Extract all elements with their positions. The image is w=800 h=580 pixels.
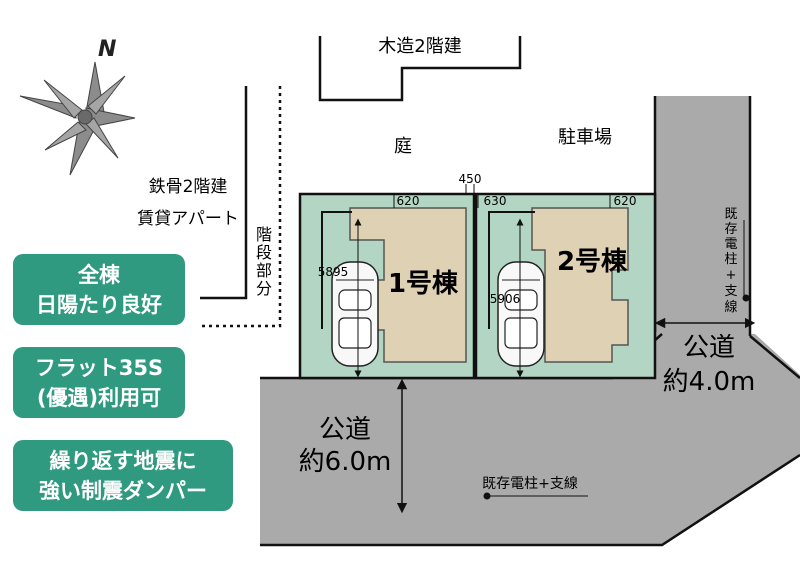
dim-620-b: 620 — [614, 194, 637, 208]
depth-2: 5906 — [490, 292, 521, 306]
main-road-width: 約6.0m — [299, 447, 392, 477]
stairs-label: 階 段 部 分 — [256, 225, 272, 298]
svg-text:+: + — [726, 268, 737, 283]
side-road-label: 公道 — [683, 333, 735, 363]
parking-label: 駐車場 — [558, 127, 612, 148]
apartment-label-2: 賃貸アパート — [137, 209, 239, 229]
wooden-house-label: 木造2階建 — [378, 36, 461, 57]
side-road-width: 約4.0m — [663, 367, 756, 397]
svg-text:線: 線 — [724, 299, 737, 315]
svg-text:部: 部 — [256, 261, 272, 280]
feature-badge-flat35s: フラット35S (優遇)利用可 — [13, 347, 185, 418]
dim-630: 630 — [484, 194, 507, 208]
svg-text:分: 分 — [256, 279, 272, 298]
main-road-label: 公道 — [319, 415, 371, 445]
north-label: N — [98, 37, 116, 62]
svg-text:柱: 柱 — [724, 252, 737, 267]
svg-text:電: 電 — [724, 237, 737, 252]
wooden-house-outline — [318, 36, 522, 102]
feature-badge-sunlight: 全棟 日陽たり良好 — [13, 254, 185, 325]
svg-text:段: 段 — [256, 243, 272, 262]
side-road — [655, 96, 750, 336]
compass-icon: N — [19, 37, 136, 176]
dim-620-a: 620 — [397, 194, 420, 208]
feature-badge-damper: 繰り返す地震に 強い制震ダンパー — [13, 440, 233, 511]
main-road — [260, 334, 800, 545]
pole-right-label: 既 存 電 柱 + 支 線 — [724, 207, 737, 315]
pole-right-icon — [742, 220, 750, 302]
dim-450: 450 — [459, 172, 482, 186]
car-icon — [497, 261, 545, 367]
svg-text:既: 既 — [724, 207, 737, 222]
pole-bottom-icon — [483, 492, 588, 500]
stairs-outline — [202, 86, 282, 328]
apartment-label-1: 鉄骨2階建 — [149, 177, 228, 197]
apartment-outline — [200, 86, 248, 300]
garden-label: 庭 — [394, 136, 412, 157]
svg-text:階: 階 — [256, 225, 272, 244]
building-2-label: 2号棟 — [557, 247, 628, 277]
depth-1: 5895 — [318, 265, 349, 279]
building-2-footprint — [531, 207, 629, 363]
svg-text:支: 支 — [724, 284, 737, 299]
pole-bottom-label: 既存電柱+支線 — [482, 476, 578, 492]
svg-text:存: 存 — [724, 222, 737, 237]
building-1-label: 1号棟 — [388, 269, 459, 299]
